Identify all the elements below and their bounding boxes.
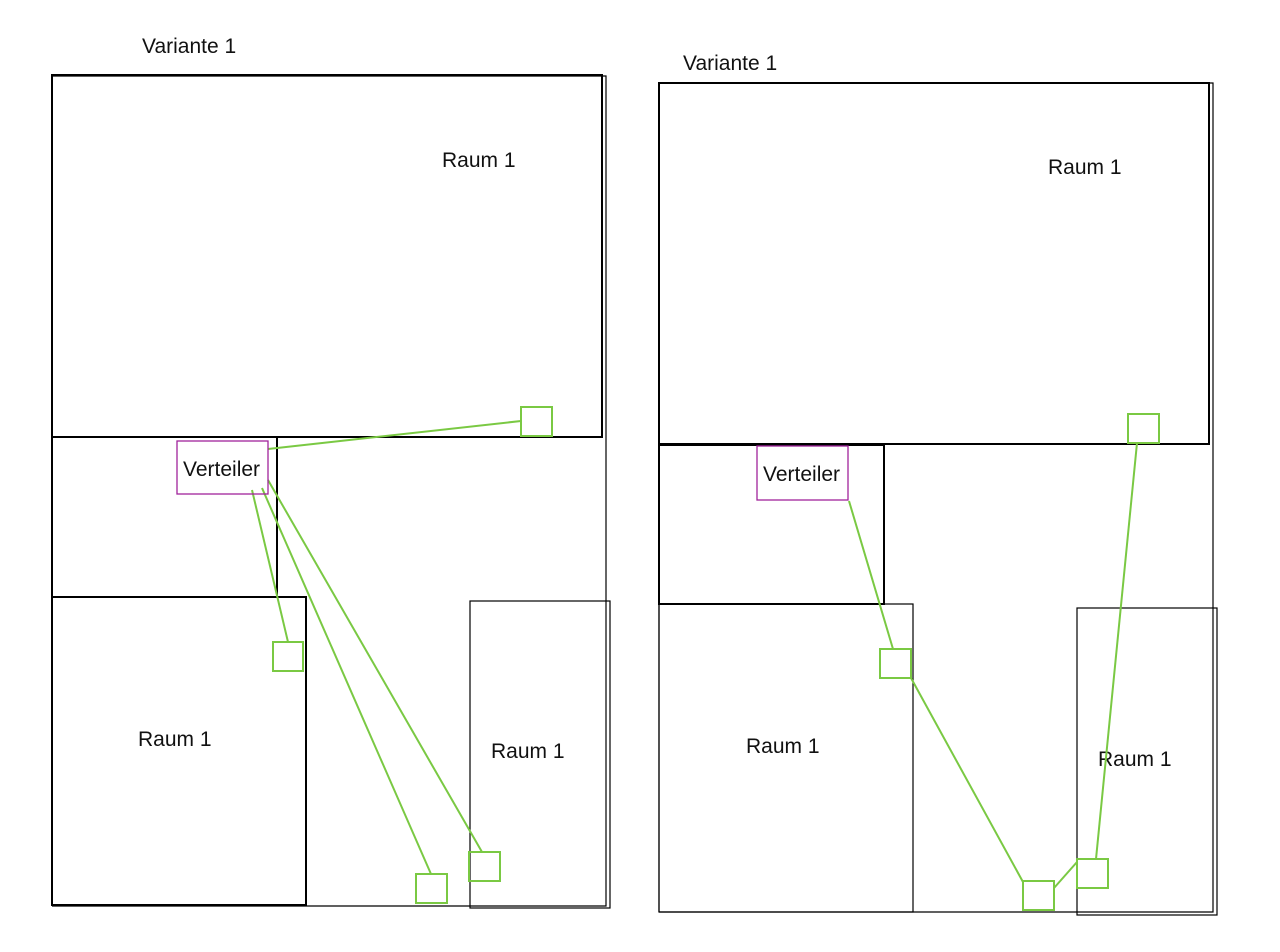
pipe bbox=[1095, 442, 1138, 860]
room-label-bottom-right: Raum 1 bbox=[1098, 748, 1172, 771]
circuit-box bbox=[1127, 413, 1160, 444]
room-bottom-right bbox=[469, 600, 611, 909]
variant-title: Variante 1 bbox=[683, 52, 777, 75]
circuit-box bbox=[468, 851, 501, 882]
room-label-bottom-left: Raum 1 bbox=[746, 735, 820, 758]
pipe bbox=[1053, 861, 1078, 889]
outer-wall bbox=[52, 75, 607, 907]
circuit-box bbox=[415, 873, 448, 904]
circuit-box bbox=[272, 641, 304, 672]
pipe bbox=[848, 500, 894, 650]
room-bottom-left bbox=[51, 596, 307, 906]
distributor-box bbox=[756, 445, 849, 501]
room-label-top: Raum 1 bbox=[442, 149, 516, 172]
pipe bbox=[267, 479, 483, 853]
room-label-bottom-right: Raum 1 bbox=[491, 740, 565, 763]
room-bottom-right bbox=[1076, 607, 1218, 916]
circuit-box bbox=[1076, 858, 1109, 889]
room-label-bottom-left: Raum 1 bbox=[138, 728, 212, 751]
room-label-top: Raum 1 bbox=[1048, 156, 1122, 179]
circuit-box bbox=[520, 406, 553, 437]
variant-left: Variante 1 Raum 1 Raum 1 Raum 1 Verteile… bbox=[51, 35, 611, 909]
pipe bbox=[910, 677, 1024, 883]
pipe bbox=[267, 420, 522, 450]
pipe bbox=[261, 487, 432, 875]
room-top bbox=[51, 74, 603, 438]
variant-title: Variante 1 bbox=[142, 35, 236, 58]
room-top bbox=[658, 82, 1210, 445]
pipe bbox=[251, 489, 289, 643]
circuit-box bbox=[879, 648, 912, 679]
distributor-box bbox=[176, 440, 269, 495]
outer-wall bbox=[659, 82, 1214, 913]
circuit-box bbox=[1022, 880, 1055, 911]
room-bottom-left bbox=[658, 603, 914, 913]
variant-right: Variante 1 Raum 1 Raum 1 Raum 1 Verteile… bbox=[658, 52, 1218, 916]
distributor-label: Verteiler bbox=[183, 458, 260, 481]
distributor-label: Verteiler bbox=[763, 463, 840, 486]
